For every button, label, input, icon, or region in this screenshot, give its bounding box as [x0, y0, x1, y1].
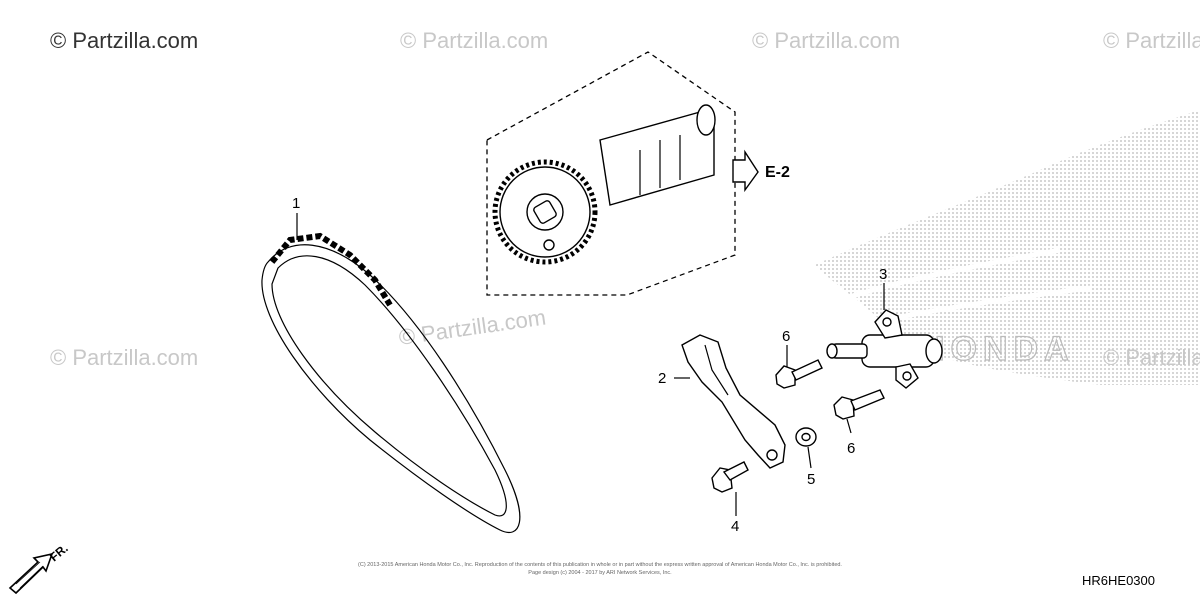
callout-4: 4 [731, 518, 739, 535]
watermark: © Partzilla.com [400, 28, 548, 53]
callout-6: 6 [847, 440, 855, 457]
watermark: © Partzilla.com [50, 28, 198, 53]
callout-5: 5 [807, 471, 815, 488]
watermarks: © Partzilla.com © Partzilla.com © Partzi… [50, 28, 1200, 370]
honda-wing-logo: HONDA [815, 110, 1200, 385]
front-direction-arrow: FR. [8, 541, 71, 595]
bolt-6-upper[interactable] [775, 359, 823, 389]
leader-lines [296, 213, 885, 516]
copyright-line-1: (C) 2013-2015 American Honda Motor Co., … [358, 562, 842, 568]
watermark: © Partzilla.com [1103, 345, 1200, 370]
callout-3: 3 [879, 266, 887, 283]
reference-arrow-e2[interactable]: E-2 [732, 149, 790, 193]
callouts: 1 2 3 4 5 6 6 [292, 195, 887, 535]
watermark: © Partzilla.com [1103, 28, 1200, 53]
bolt-6-lower[interactable] [833, 389, 885, 420]
honda-logo-text: HONDA [920, 330, 1075, 368]
reference-label: E-2 [765, 164, 790, 181]
front-label: FR. [47, 541, 71, 564]
watermark: © Partzilla.com [397, 305, 547, 350]
tensioner-lifter[interactable] [826, 309, 943, 389]
washer-5[interactable] [795, 427, 817, 447]
callout-2: 2 [658, 370, 666, 387]
bolt-4[interactable] [711, 461, 749, 493]
copyright-footer: (C) 2013-2015 American Honda Motor Co., … [358, 562, 842, 576]
tensioner-arm[interactable] [681, 334, 786, 469]
assembly-dashed-box [486, 51, 736, 296]
cam-chain[interactable] [261, 232, 521, 534]
callout-6: 6 [782, 328, 790, 345]
watermark: © Partzilla.com [752, 28, 900, 53]
copyright-line-2: Page design (c) 2004 - 2017 by ARI Netwo… [528, 570, 672, 576]
callout-1: 1 [292, 195, 300, 212]
watermark: © Partzilla.com [50, 345, 198, 370]
diagram-code: HR6HE0300 [1082, 573, 1155, 588]
camshaft-assembly[interactable] [486, 51, 736, 296]
